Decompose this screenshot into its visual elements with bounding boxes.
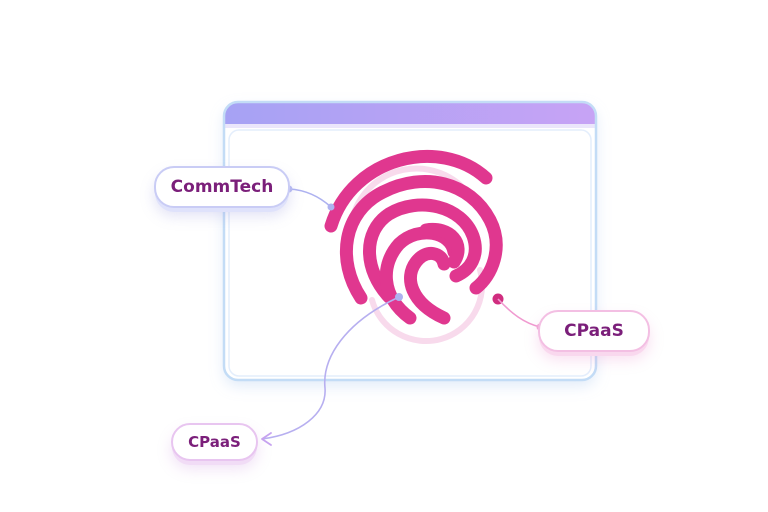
- connector-cpaas-right: [497, 298, 541, 328]
- fingerprint-icon: [324, 149, 503, 325]
- window-frame: [222, 100, 598, 382]
- cpaas-label-right-text: CPaaS: [564, 321, 624, 341]
- connector-node: [395, 293, 403, 301]
- window-header-bar: [224, 102, 596, 126]
- commtech-label: CommTech: [154, 166, 290, 208]
- cpaas-label-left-text: CPaaS: [188, 433, 241, 451]
- connector-cpaas-left: [261, 296, 400, 440]
- commtech-label-text: CommTech: [170, 177, 274, 197]
- cpaas-label-right: CPaaS: [538, 310, 650, 352]
- connector-arrowhead: [261, 432, 272, 446]
- connector-node: [327, 203, 335, 211]
- cpaas-label-left: CPaaS: [171, 423, 258, 461]
